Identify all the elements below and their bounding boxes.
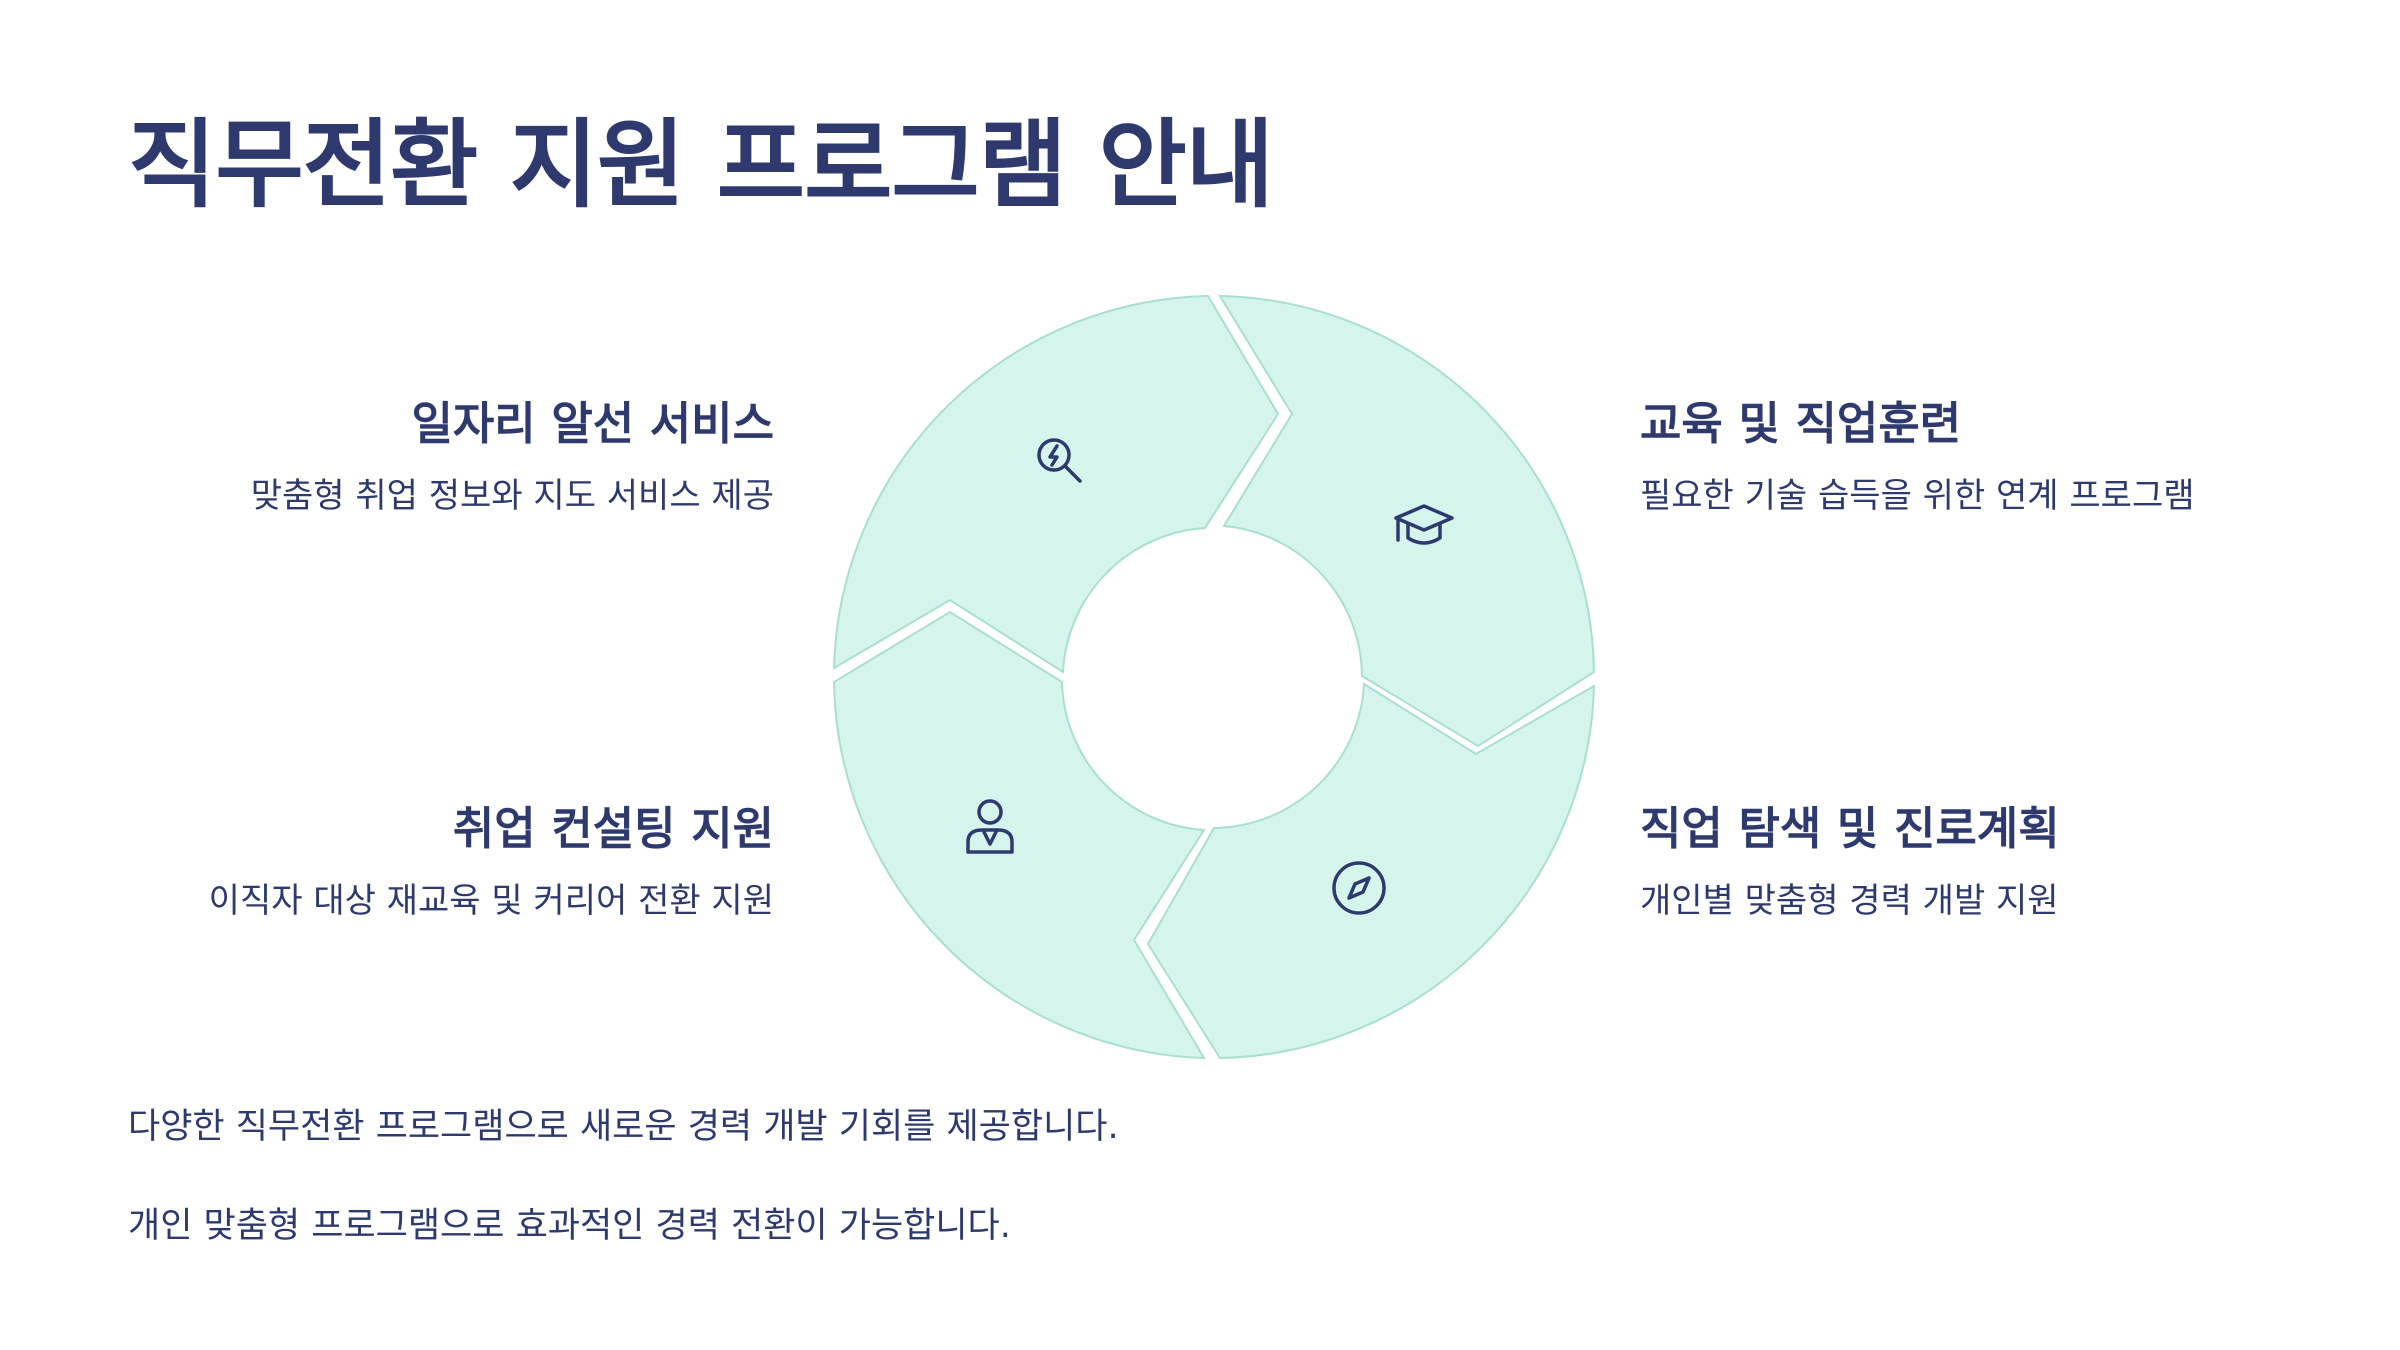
cycle-segment-job-placement [832, 294, 1280, 674]
step-consulting: 취업 컨설팅 지원 이직자 대상 재교육 및 커리어 전환 지원 [54, 800, 774, 923]
consultant-icon [966, 799, 1014, 854]
step-job-placement: 일자리 알선 서비스 맞춤형 취업 정보와 지도 서비스 제공 [54, 395, 774, 518]
step-education: 교육 및 직업훈련 필요한 기술 습득을 위한 연계 프로그램 [1640, 395, 2360, 518]
cycle-segment-career-exploration [1146, 682, 1596, 1060]
step-description: 이직자 대상 재교육 및 커리어 전환 지원 [208, 880, 774, 921]
step-heading: 취업 컨설팅 지원 [452, 802, 774, 855]
step-heading: 교육 및 직업훈련 [1640, 397, 1962, 450]
footer-line-2: 개인 맞춤형 프로그램으로 효과적인 경력 전환이 가능합니다. [128, 1206, 1011, 1246]
page-title: 직무전환 지원 프로그램 안내 [128, 109, 1274, 221]
step-description: 필요한 기술 습득을 위한 연계 프로그램 [1640, 475, 2195, 516]
compass-icon [1332, 861, 1386, 915]
step-career-exploration: 직업 탐색 및 진로계획 개인별 맞춤형 경력 개발 지원 [1640, 800, 2360, 923]
step-description: 개인별 맞춤형 경력 개발 지원 [1640, 880, 2059, 921]
graduation-cap-icon [1394, 504, 1454, 545]
search-lightning-icon [1037, 438, 1082, 483]
cycle-segment-consulting [832, 610, 1206, 1060]
footer-line-1: 다양한 직무전환 프로그램으로 새로운 경력 개발 기회를 제공합니다. [128, 1107, 1119, 1147]
step-description: 맞춤형 취업 정보와 지도 서비스 제공 [250, 475, 774, 516]
step-heading: 일자리 알선 서비스 [411, 397, 774, 450]
step-heading: 직업 탐색 및 진로계획 [1640, 802, 2060, 855]
